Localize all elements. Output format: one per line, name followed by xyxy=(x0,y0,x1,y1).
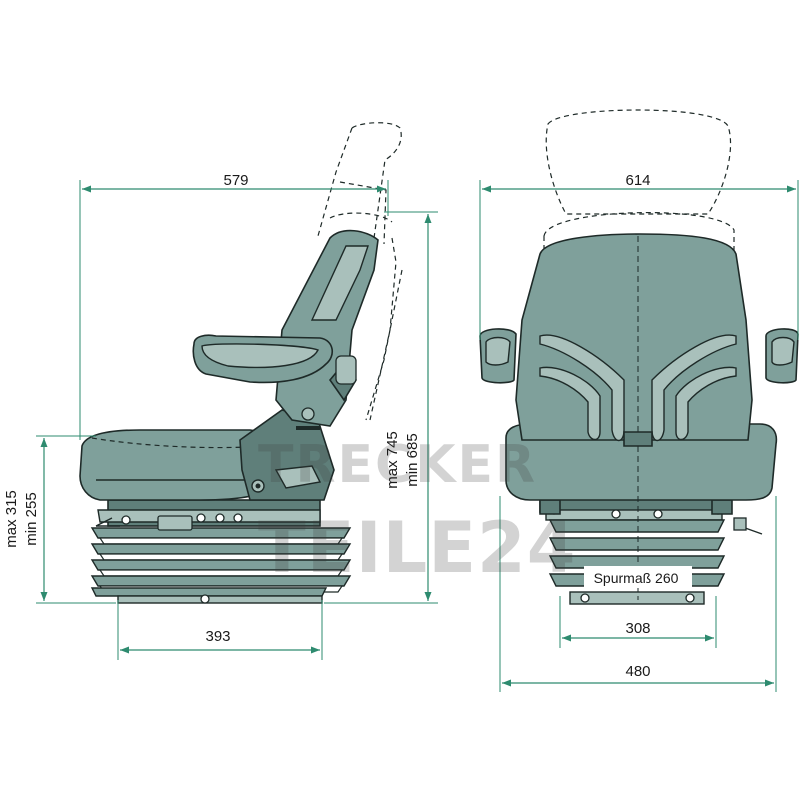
front-view-dimensions xyxy=(479,180,799,692)
dim-label-480: 480 xyxy=(625,663,650,680)
side-view-seat xyxy=(79,122,403,604)
dim-label-614: 614 xyxy=(625,172,650,189)
dim-label-side-height-max: max 745 xyxy=(384,431,401,489)
svg-text:TRECKER: TRECKER xyxy=(258,435,537,495)
dim-label-308: 308 xyxy=(625,620,650,637)
side-view-dimensions xyxy=(36,180,438,660)
dim-label-579: 579 xyxy=(223,172,248,189)
dim-label-suspension-max: max 315 xyxy=(3,490,20,548)
dim-label-track: Spurmaß 260 xyxy=(594,570,679,586)
dim-label-393: 393 xyxy=(205,628,230,645)
dim-label-suspension-min: min 255 xyxy=(23,492,40,545)
track-label-box xyxy=(584,566,692,588)
watermark-logo: TRECKER TEILE24 xyxy=(258,435,576,589)
svg-text:TEILE24: TEILE24 xyxy=(258,507,576,589)
front-view-seat xyxy=(479,109,799,605)
dim-label-side-height-min: min 685 xyxy=(404,433,421,486)
